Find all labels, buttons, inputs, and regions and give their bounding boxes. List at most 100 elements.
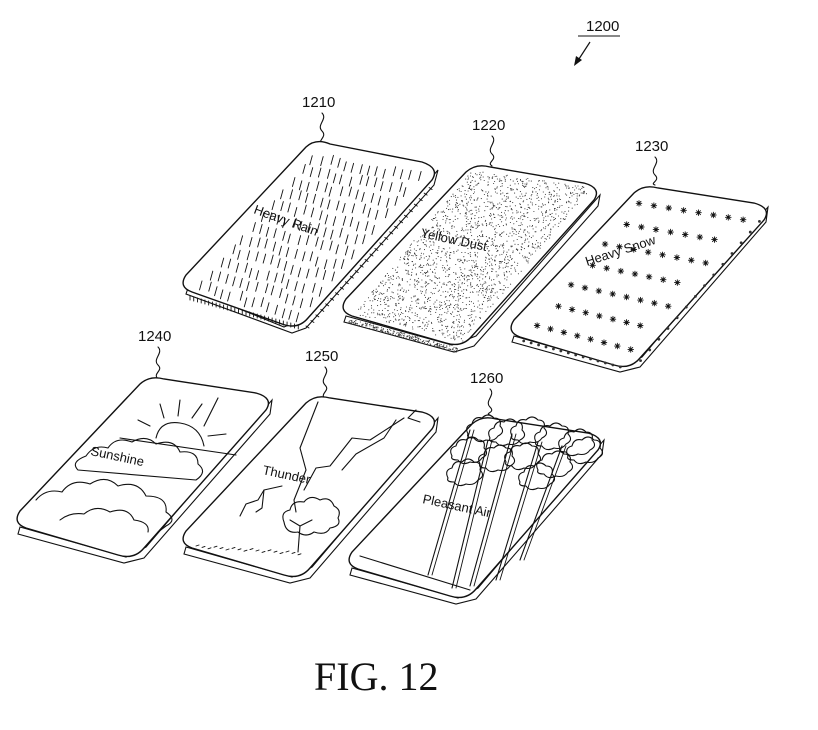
dust-dot	[467, 223, 469, 225]
dust-dot	[521, 207, 523, 209]
dust-dot	[448, 232, 450, 234]
device-body	[182, 396, 436, 578]
dust-dot	[503, 200, 505, 202]
dust-dot	[483, 193, 485, 196]
dust-dot	[454, 350, 456, 352]
dust-dot	[535, 191, 537, 193]
dust-dot	[425, 290, 427, 292]
dust-dot	[470, 226, 472, 228]
dust-dot	[545, 209, 548, 212]
dust-dot	[383, 293, 385, 295]
dust-dot	[403, 324, 405, 326]
dust-dot	[535, 218, 537, 220]
dust-dot	[525, 257, 527, 259]
rain-streak	[315, 236, 319, 247]
dust-dot	[526, 256, 528, 258]
dust-dot	[425, 240, 427, 242]
rain-streak	[332, 216, 337, 227]
rain-streak	[389, 182, 393, 193]
rain-splash	[310, 320, 315, 323]
dust-dot	[453, 327, 455, 329]
dust-dot	[484, 281, 486, 283]
dust-dot	[418, 240, 420, 242]
dust-dot	[496, 245, 498, 247]
dust-dot	[489, 215, 491, 217]
dust-dot	[541, 203, 544, 205]
dust-dot	[571, 207, 573, 209]
dust-dot	[405, 306, 408, 308]
dust-dot	[461, 261, 463, 263]
dust-dot	[430, 311, 432, 313]
dust-dot	[437, 290, 439, 292]
dust-dot	[503, 274, 505, 276]
dust-dot	[485, 225, 488, 227]
dust-dot	[449, 247, 451, 249]
dust-dot	[574, 204, 576, 206]
dust-dot	[399, 333, 401, 335]
dust-dot	[509, 255, 511, 257]
dust-dot	[494, 264, 497, 266]
snowflake	[702, 259, 709, 267]
grass-tuft	[297, 553, 302, 556]
dust-dot	[484, 288, 486, 290]
dust-dot	[449, 334, 451, 336]
dust-dot	[376, 328, 378, 331]
dust-dot	[493, 294, 495, 296]
dust-dot	[371, 328, 373, 330]
dust-dot	[465, 212, 467, 214]
dust-dot	[412, 255, 414, 257]
dust-dot	[549, 237, 551, 239]
snow-dot	[639, 359, 642, 363]
dust-dot	[516, 248, 518, 250]
dust-dot	[452, 208, 454, 210]
dust-dot	[484, 268, 486, 270]
rain-streak	[319, 210, 323, 221]
dust-dot	[483, 202, 485, 204]
dust-dot	[547, 186, 549, 188]
rain-splash	[423, 192, 428, 196]
dust-dot	[470, 181, 472, 183]
dust-dot	[422, 242, 424, 244]
dust-dot	[475, 316, 477, 318]
dust-dot	[471, 202, 473, 205]
dust-dot	[451, 294, 453, 296]
dust-dot	[465, 297, 467, 299]
dust-dot	[372, 292, 374, 294]
dust-dot	[485, 205, 487, 207]
dust-dot	[494, 245, 496, 247]
dust-dot	[417, 326, 419, 328]
dust-dot	[405, 323, 407, 325]
dust-dot	[420, 292, 422, 294]
dust-dot	[414, 280, 416, 282]
dust-dot	[522, 195, 524, 197]
dust-dot	[528, 235, 531, 237]
dust-dot	[479, 288, 481, 290]
dust-dot	[470, 197, 472, 199]
dust-dot	[439, 308, 441, 311]
panel-heavy-snow: 1230 Heavy Snow	[510, 138, 769, 373]
dust-dot	[485, 282, 487, 284]
dust-dot	[428, 340, 430, 342]
dust-dot	[511, 218, 514, 220]
dust-dot	[572, 187, 574, 189]
dust-dot	[450, 313, 452, 315]
snowflake	[665, 204, 673, 212]
snowflake	[638, 223, 645, 231]
dust-dot	[481, 235, 483, 237]
rain-streak	[262, 253, 267, 264]
dust-dot	[399, 323, 401, 325]
snow-dot	[559, 349, 563, 353]
dust-dot	[545, 182, 547, 184]
dust-dot	[469, 252, 471, 254]
dust-dot	[477, 236, 479, 238]
dust-dot	[457, 244, 459, 247]
snowflake	[616, 243, 623, 251]
dust-dot	[407, 335, 409, 337]
dust-dot	[388, 299, 390, 301]
dust-dot	[452, 220, 454, 222]
dust-dot	[411, 326, 414, 328]
dust-dot	[460, 333, 462, 335]
snow-dot	[552, 347, 555, 351]
dust-dot	[455, 203, 457, 205]
dust-dot	[500, 235, 502, 238]
